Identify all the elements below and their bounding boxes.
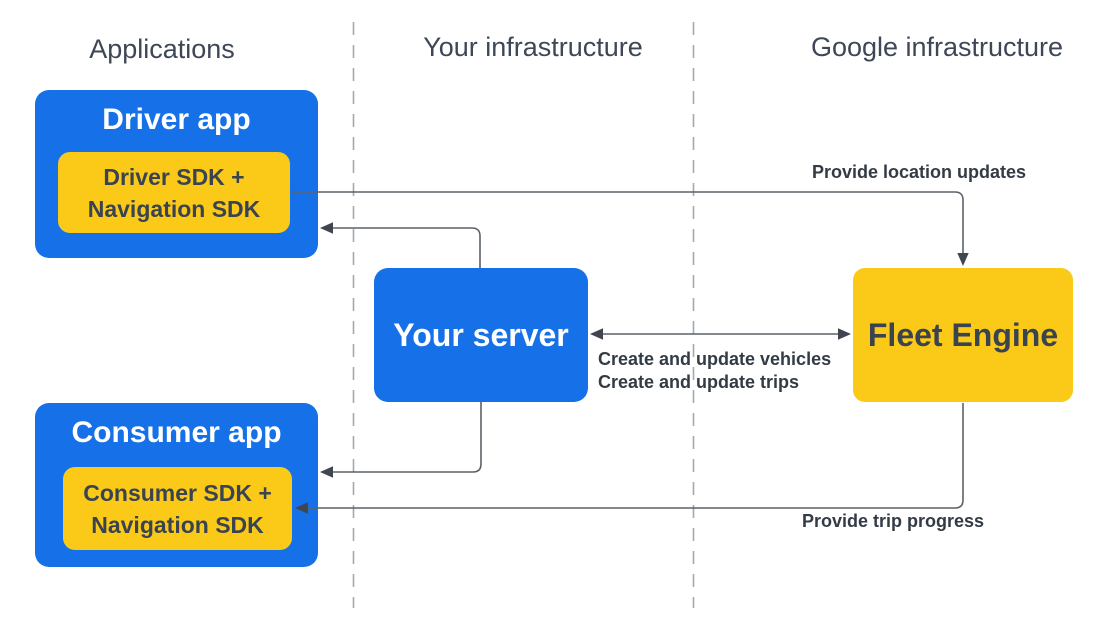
server-fleet-left-arrowhead [590, 328, 603, 340]
server-to-driver-arrowhead [320, 222, 333, 234]
consumer-app-title: Consumer app [71, 416, 282, 449]
column-header-google-infrastructure: Google infrastructure [810, 32, 1064, 62]
your-server-box: Your server [374, 268, 588, 402]
driver-sdk-label-line1: Driver SDK + [103, 163, 245, 190]
column-header-your-infrastructure: Your infrastructure [423, 32, 643, 62]
driver-app-title: Driver app [102, 103, 251, 136]
your-server-title: Your server [393, 316, 569, 353]
vehicles-trips-label-line1: Create and update vehicles [598, 349, 832, 369]
server-to-consumer-connector [333, 402, 482, 473]
consumer-sdk-box: Consumer SDK + Navigation SDK [63, 467, 292, 550]
location-updates-label: Provide location updates [811, 162, 1027, 182]
consumer-sdk-label-line1: Consumer SDK + [83, 479, 272, 506]
driver-sdk-box: Driver SDK + Navigation SDK [58, 152, 290, 233]
trip-progress-connector [308, 403, 964, 509]
fleet-engine-title: Fleet Engine [867, 316, 1059, 353]
server-to-driver-connector [333, 227, 481, 268]
column-header-applications: Applications [89, 34, 235, 64]
trip-progress-label: Provide trip progress [801, 511, 985, 531]
fleet-engine-box: Fleet Engine [853, 268, 1073, 402]
location-updates-connector [291, 191, 964, 253]
vehicles-trips-label-line2: Create and update trips [598, 372, 800, 392]
location-updates-arrowhead [957, 253, 969, 266]
consumer-sdk-label-line2: Navigation SDK [91, 511, 264, 538]
driver-sdk-label-line2: Navigation SDK [87, 195, 261, 222]
server-fleet-right-arrowhead [838, 328, 851, 340]
server-to-consumer-arrowhead [320, 466, 333, 478]
vehicles-trips-label: Create and update vehicles Create and up… [598, 348, 831, 394]
